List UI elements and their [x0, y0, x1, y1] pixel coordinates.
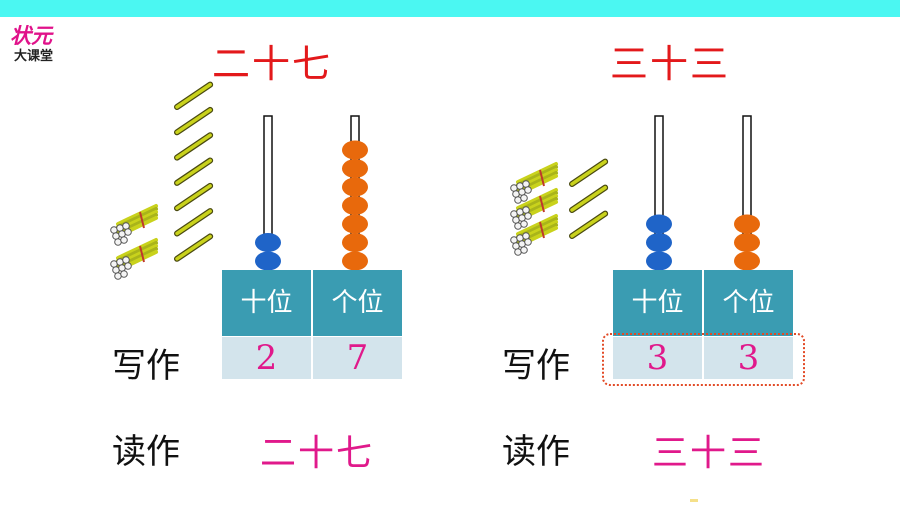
left-header-tens: 十位	[222, 270, 311, 336]
right-digit-tens: 3	[613, 337, 702, 379]
right-single-stick	[569, 210, 609, 239]
brand-logo: 状元 大课堂	[6, 18, 98, 68]
right-stick-bundle	[510, 188, 558, 230]
top-bar	[0, 0, 900, 17]
left-digit-ones: 7	[313, 337, 402, 379]
decor-mark	[690, 499, 698, 502]
right-tens-bead	[646, 214, 672, 234]
right-number-title: 三十三	[610, 42, 731, 86]
right-ones-bead	[734, 251, 760, 271]
left-single-stick	[174, 157, 214, 186]
left-tens-bead	[255, 251, 281, 271]
left-read-value: 二十七	[260, 433, 375, 474]
left-read-label: 读作	[112, 432, 180, 472]
left-digit-tens: 2	[222, 337, 311, 379]
right-stick-bundle	[510, 214, 558, 256]
right-single-stick	[569, 184, 609, 213]
logo-brand-top: 状元	[10, 23, 52, 48]
left-tens-rod	[263, 115, 273, 251]
left-single-stick	[174, 208, 214, 237]
left-ones-bead	[342, 177, 368, 197]
right-read-label: 读作	[502, 432, 570, 472]
left-number-title: 二十七	[212, 42, 333, 86]
left-single-stick	[174, 81, 214, 110]
left-ones-bead	[342, 233, 368, 252]
right-header-ones: 个位	[704, 270, 793, 336]
left-ones-bead	[342, 214, 368, 234]
left-ones-bead	[342, 196, 368, 215]
right-read-value: 三十三	[652, 433, 767, 474]
right-single-stick	[569, 158, 609, 187]
left-single-stick	[174, 132, 214, 161]
left-ones-bead	[342, 251, 368, 271]
left-single-stick	[174, 182, 214, 212]
right-ones-bead	[734, 214, 760, 234]
right-tens-bead	[646, 251, 672, 271]
logo-brand-bottom: 大课堂	[14, 49, 54, 64]
left-single-stick	[174, 233, 214, 262]
left-header-ones: 个位	[313, 270, 402, 336]
left-single-stick	[174, 106, 214, 136]
right-digit-ones: 3	[704, 337, 793, 379]
right-tens-bead	[646, 233, 672, 252]
right-write-highlight	[602, 333, 805, 386]
right-write-label: 写作	[502, 346, 570, 386]
left-stick-bundle	[110, 238, 158, 280]
right-stick-bundle	[510, 162, 558, 204]
left-ones-bead	[342, 140, 368, 160]
right-header-tens: 十位	[613, 270, 702, 336]
left-tens-bead	[255, 233, 281, 252]
left-write-label: 写作	[112, 346, 180, 386]
right-ones-bead	[734, 233, 760, 252]
left-stick-bundle	[110, 204, 158, 246]
left-ones-bead	[342, 159, 368, 178]
